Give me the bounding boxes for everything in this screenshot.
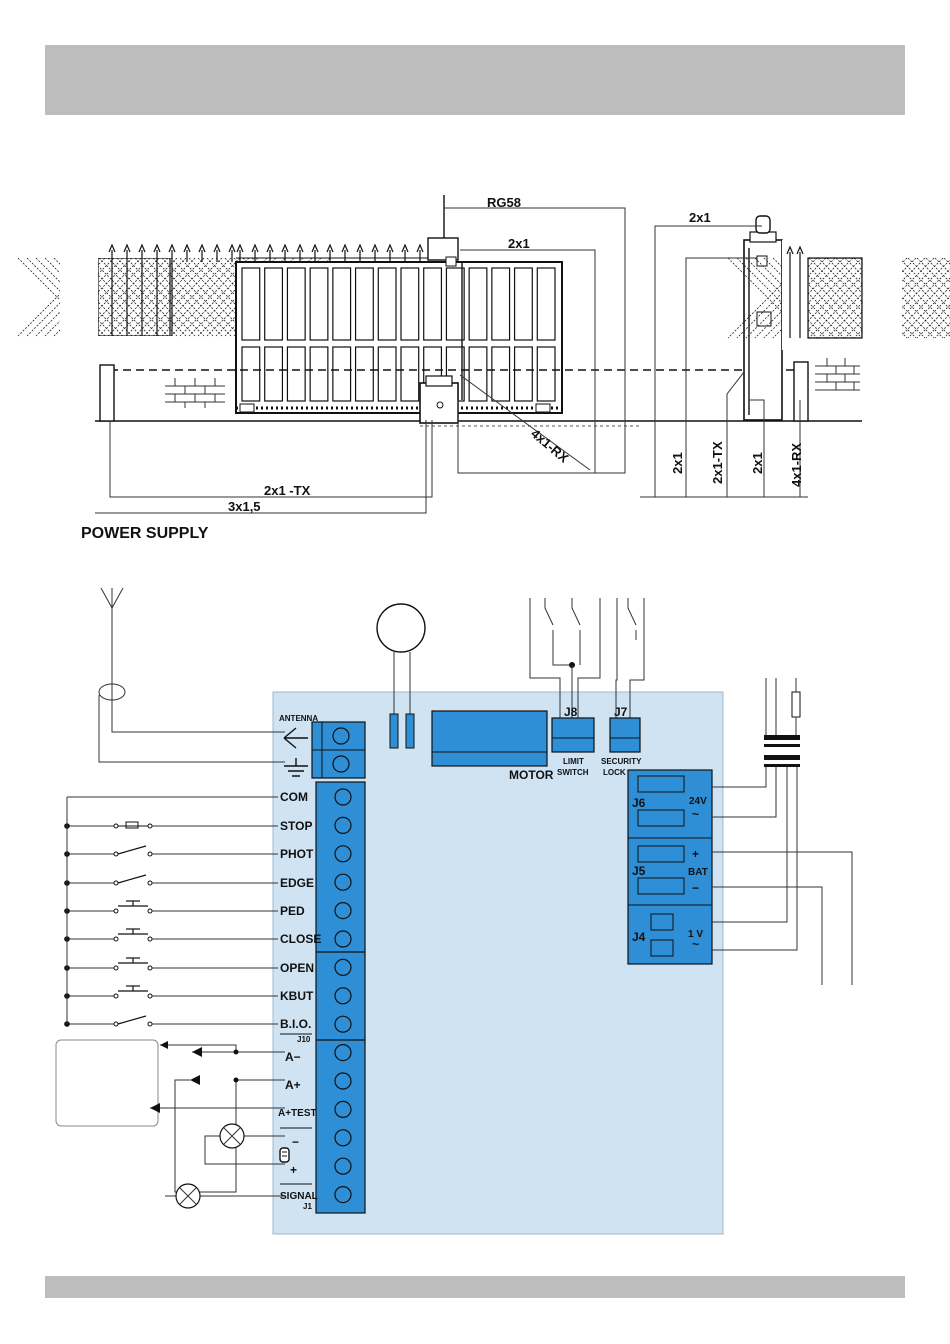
installation-view: RG58 2x1 2x1 2x1 -TX 3x1,5 4x1-RX 2x1 2x… xyxy=(18,195,950,542)
transformer-icon xyxy=(764,678,800,767)
lower-terminal-a-plus-test: A+TEST xyxy=(278,1108,317,1119)
terminal-screw xyxy=(335,903,351,919)
j6-voltage: 24V xyxy=(689,796,707,807)
cable-label-rx-diagonal: 4x1-RX xyxy=(528,426,572,466)
vertical-cable-label-1: 2x1 xyxy=(670,452,685,474)
security-lock-label-1: SECURITY xyxy=(601,757,642,766)
input-wiring xyxy=(64,797,278,1027)
terminal-label-edge: EDGE xyxy=(280,876,314,890)
vertical-cable-label-2: 2x1-TX xyxy=(710,441,725,484)
terminal-screw xyxy=(335,817,351,833)
j5-label: J5 xyxy=(632,864,646,878)
cable-label-power: 3x1,5 xyxy=(228,499,261,514)
terminal-screw xyxy=(335,959,351,975)
terminal-label-close: CLOSE xyxy=(280,932,321,946)
terminal-screw xyxy=(335,1187,351,1203)
signal-lamp-icon xyxy=(176,1184,200,1208)
j5-plus-sign: + xyxy=(692,847,699,861)
wiring-schematic: ANTENNA MOTOR J8 LIMIT SW xyxy=(56,588,852,1234)
j1-label: J1 xyxy=(303,1202,312,1211)
j5-minus-sign: − xyxy=(692,881,699,895)
receiver-wiring xyxy=(150,1041,285,1196)
right-brick-wall xyxy=(815,358,863,400)
terminal-screw xyxy=(335,1158,351,1174)
j4-label: J4 xyxy=(632,930,646,944)
cable-label-tx-bottom: 2x1 -TX xyxy=(264,483,311,498)
terminal-label-ped: PED xyxy=(280,904,305,918)
terminal-screw xyxy=(335,1016,351,1032)
right-photocell-post xyxy=(794,362,808,421)
terminal-screw xyxy=(335,1045,351,1061)
terminal-label-stop: STOP xyxy=(280,819,312,833)
lamp-plus-sign: + xyxy=(290,1163,297,1177)
receiver-module-box xyxy=(56,1040,158,1126)
right-photocell-column xyxy=(744,216,782,420)
left-photocell-post xyxy=(100,365,114,421)
terminal-label-phot: PHOT xyxy=(280,847,314,861)
terminal-screw xyxy=(335,789,351,805)
terminal-label-com: COM xyxy=(280,790,308,804)
antenna-icon xyxy=(99,588,285,762)
limit-switch-label-2: SWITCH xyxy=(557,768,589,777)
j10-label: J10 xyxy=(297,1035,311,1044)
j4-ac-symbol: ~ xyxy=(692,937,699,951)
j8-label: J8 xyxy=(564,705,578,719)
j6-label: J6 xyxy=(632,796,646,810)
j6-ac-symbol: ~ xyxy=(692,807,699,821)
signal-label: SIGNAL xyxy=(280,1191,318,1202)
motor-label: MOTOR xyxy=(509,768,554,782)
antenna-label: ANTENNA xyxy=(279,714,318,723)
power-wiring xyxy=(712,767,852,985)
vertical-cable-label-4: 4x1-RX xyxy=(789,443,804,487)
gate-motor xyxy=(420,376,458,423)
security-lock-label-2: LOCK xyxy=(603,768,626,777)
indicator-lamp-icon xyxy=(220,1124,244,1148)
lower-terminal-a-plus: A+ xyxy=(285,1078,301,1092)
cable-label-rg58: RG58 xyxy=(487,195,521,210)
cable-label-lamp: 2x1 xyxy=(508,236,530,251)
terminal-screw xyxy=(335,874,351,890)
terminal-screw xyxy=(335,1101,351,1117)
terminal-label-open: OPEN xyxy=(280,961,314,975)
power-supply-label: POWER SUPPLY xyxy=(81,525,209,542)
warning-lamp-icon xyxy=(280,1148,289,1162)
terminal-screw xyxy=(335,931,351,947)
terminal-label-kbut: KBUT xyxy=(280,989,314,1003)
j5-battery: BAT xyxy=(688,867,708,878)
j8-connector xyxy=(552,718,594,752)
lamp-minus-sign: − xyxy=(292,1135,299,1149)
terminal-screw xyxy=(335,1130,351,1146)
motor-relay-block xyxy=(432,711,547,766)
lower-terminal-a-minus: A− xyxy=(285,1050,301,1064)
terminal-screw xyxy=(335,988,351,1004)
terminal-screw xyxy=(335,1073,351,1089)
sliding-gate xyxy=(236,262,562,413)
main-terminal-strip xyxy=(316,782,365,1213)
left-brick-wall xyxy=(165,378,225,408)
limit-switch-label-1: LIMIT xyxy=(563,757,584,766)
j7-connector xyxy=(610,718,640,752)
terminal-screw xyxy=(335,846,351,862)
cable-label-post-top: 2x1 xyxy=(689,210,711,225)
vertical-cable-label-3: 2x1 xyxy=(750,452,765,474)
terminal-label-bio: B.I.O. xyxy=(280,1017,311,1031)
j7-label: J7 xyxy=(614,705,628,719)
